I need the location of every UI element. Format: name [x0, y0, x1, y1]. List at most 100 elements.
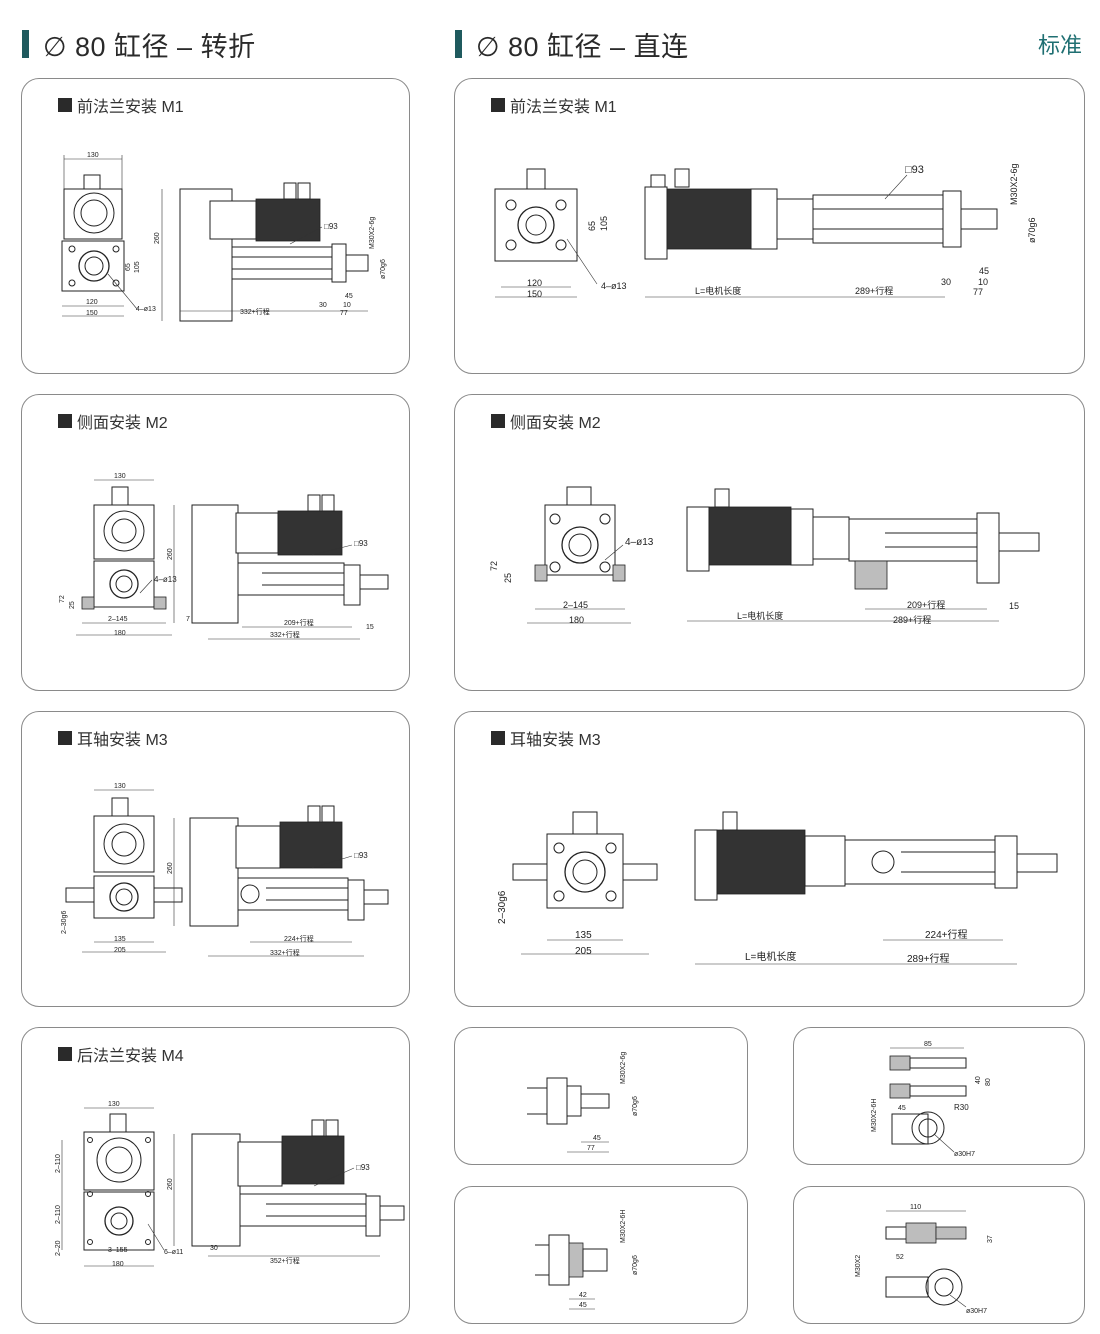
dim-260: 260 — [167, 862, 174, 874]
dim-sq93: □93 — [354, 539, 368, 548]
dim-rod: ø70g6 — [632, 1096, 639, 1116]
panel-direct-front-flange: 前法兰安装 M1 120 150 4–ø13 65 105 L=电机长度 289… — [454, 78, 1085, 374]
drawing-rod-end: M30X2-6g ø70g6 45 77 — [527, 1052, 639, 1153]
dim-40: 40 — [975, 1076, 982, 1084]
dim-motor: L=电机长度 — [695, 285, 741, 296]
drawing-turn-trunnion: 130 2–30g6 135 205 260 □93 224+行程 332+行程 — [61, 783, 389, 957]
dim-30: 30 — [319, 302, 327, 309]
dim-180: 180 — [569, 615, 584, 625]
dim-205: 205 — [114, 947, 126, 954]
dim-stroke: 332+行程 — [240, 307, 270, 316]
drawing-female-rod: M30X2-6H ø70g6 42 45 — [535, 1210, 639, 1310]
dim-10: 10 — [343, 302, 351, 309]
square-bullet-icon — [58, 98, 72, 112]
dim-45: 45 — [579, 1302, 587, 1309]
panel-turn-rear-flange: 后法兰安装 M4 130 2–110 2–110 2–20 3–155 180 … — [21, 1027, 410, 1324]
dim-45: 45 — [593, 1135, 601, 1142]
dim-135: 135 — [575, 930, 592, 941]
dim-25: 25 — [503, 573, 513, 583]
panel-direct-side-mount: 侧面安装 M2 4–ø13 72 25 2–145 180 L=电机长度 209… — [454, 394, 1085, 691]
panel-detail-female-rod: M30X2-6H ø70g6 42 45 — [454, 1186, 748, 1324]
dim-85: 85 — [924, 1041, 932, 1048]
dim-sq93: □93 — [324, 222, 338, 231]
dim-sq93: □93 — [354, 851, 368, 860]
drawing-direct-side-mount: 4–ø13 72 25 2–145 180 L=电机长度 209+行程 289+… — [489, 486, 1040, 625]
dim-120: 120 — [86, 299, 98, 306]
dim-stroke: 332+行程 — [270, 630, 300, 639]
right-section-header: ∅ 80 缸径 – 直连 — [455, 26, 689, 62]
dim-hole: 4–ø13 — [601, 281, 627, 291]
dim-pin: 2–30g6 — [497, 890, 508, 924]
dim-72: 72 — [489, 561, 499, 571]
dim-45: 45 — [345, 293, 353, 300]
dim-motor: L=电机长度 — [745, 950, 796, 963]
square-bullet-icon — [491, 98, 505, 112]
panel-turn-front-flange: 前法兰安装 M1 130 120 150 4–ø13 65 105 260 — [21, 78, 410, 374]
panel-turn-side-mount: 侧面安装 M2 130 4–ø13 72 25 2–145 180 260 7 — [21, 394, 410, 691]
panel-title: 耳轴安装 M3 — [491, 726, 601, 750]
dim-120: 120 — [527, 278, 542, 288]
drawing-direct-front-flange: 120 150 4–ø13 65 105 L=电机长度 289+行程 □93 M… — [494, 163, 1037, 299]
dim-260: 260 — [154, 232, 161, 244]
square-bullet-icon — [58, 414, 72, 428]
dim-thread: M30X2 — [855, 1255, 862, 1277]
drawing-clevis: 85 M30X2-6H 40 80 45 R30 ø30H7 — [871, 1041, 992, 1158]
dim-thread: M30X2-6g — [1009, 163, 1019, 205]
dim-180: 180 — [114, 630, 126, 637]
drawing-turn-rear-flange: 130 2–110 2–110 2–20 3–155 180 6–ø11 260… — [55, 1101, 405, 1268]
dim-a110: 2–110 — [55, 1154, 62, 1173]
dim-155: 3–155 — [108, 1247, 128, 1254]
dim-260: 260 — [167, 548, 174, 560]
panel-detail-rod-end: M30X2-6g ø70g6 45 77 — [454, 1027, 748, 1165]
panel-title: 耳轴安装 M3 — [58, 726, 168, 750]
dim-145: 2–145 — [108, 616, 128, 623]
dim-hole: 4–ø13 — [154, 575, 177, 584]
dim-thread: M30X2-6g — [620, 1052, 627, 1084]
left-section-title: ∅ 80 缸径 – 转折 — [43, 31, 256, 62]
dim-hole: 4–ø13 — [625, 537, 654, 548]
dim-105: 105 — [134, 261, 141, 273]
dim-hole: 4–ø13 — [136, 306, 156, 313]
dim-thread: M30X2-6H — [871, 1099, 878, 1132]
dim-sq93: □93 — [356, 1163, 370, 1172]
dim-130: 130 — [108, 1101, 120, 1108]
drawing-turn-side-mount: 130 4–ø13 72 25 2–145 180 260 7 □93 209+… — [59, 473, 389, 640]
dim-r30: R30 — [954, 1103, 969, 1112]
square-bullet-icon — [58, 1047, 72, 1061]
dim-bore: ø30H7 — [966, 1308, 987, 1315]
panel-title: 前法兰安装 M1 — [58, 93, 184, 117]
dim-30: 30 — [210, 1245, 218, 1252]
dim-37: 37 — [987, 1235, 994, 1243]
dim-80: 80 — [985, 1078, 992, 1086]
dim-45: 45 — [898, 1105, 906, 1112]
dim-motor: L=电机长度 — [737, 610, 783, 621]
dim-150: 150 — [86, 310, 98, 317]
dim-130: 130 — [114, 783, 126, 790]
dim-sq93: □93 — [905, 164, 924, 176]
dim-52: 52 — [896, 1254, 904, 1261]
drawing-direct-trunnion: 2–30g6 135 205 L=电机长度 224+行程 289+行程 — [497, 811, 1058, 965]
dim-45: 45 — [979, 266, 989, 276]
dim-thread: M30X2-6H — [620, 1210, 627, 1243]
dim-30: 30 — [941, 277, 951, 287]
dim-rod: ø70g6 — [632, 1255, 639, 1275]
panel-title: 前法兰安装 M1 — [491, 93, 617, 117]
dim-42: 42 — [579, 1292, 587, 1299]
dim-77: 77 — [973, 287, 983, 297]
square-bullet-icon — [58, 731, 72, 745]
drawing-turn-front-flange: 130 120 150 4–ø13 65 105 260 □93 M30X2-6… — [61, 152, 387, 322]
dim-stroke: 289+行程 — [855, 285, 893, 296]
right-section-title: ∅ 80 缸径 – 直连 — [476, 31, 689, 62]
panel-direct-trunnion: 耳轴安装 M3 2–30g6 135 205 L=电机长度 224+行程 289… — [454, 711, 1085, 1007]
dim-260: 260 — [167, 1178, 174, 1190]
dim-209: 209+行程 — [907, 599, 945, 610]
panel-title: 后法兰安装 M4 — [58, 1042, 184, 1066]
panel-title: 侧面安装 M2 — [491, 409, 601, 433]
panel-turn-trunnion: 耳轴安装 M3 130 2–30g6 135 205 260 □93 224+ — [21, 711, 410, 1007]
dim-65: 65 — [125, 263, 132, 271]
dim-77: 77 — [587, 1145, 595, 1152]
dim-110: 110 — [910, 1204, 921, 1211]
dim-135: 135 — [114, 936, 126, 943]
dim-72: 72 — [59, 595, 66, 603]
dim-15: 15 — [366, 624, 374, 631]
